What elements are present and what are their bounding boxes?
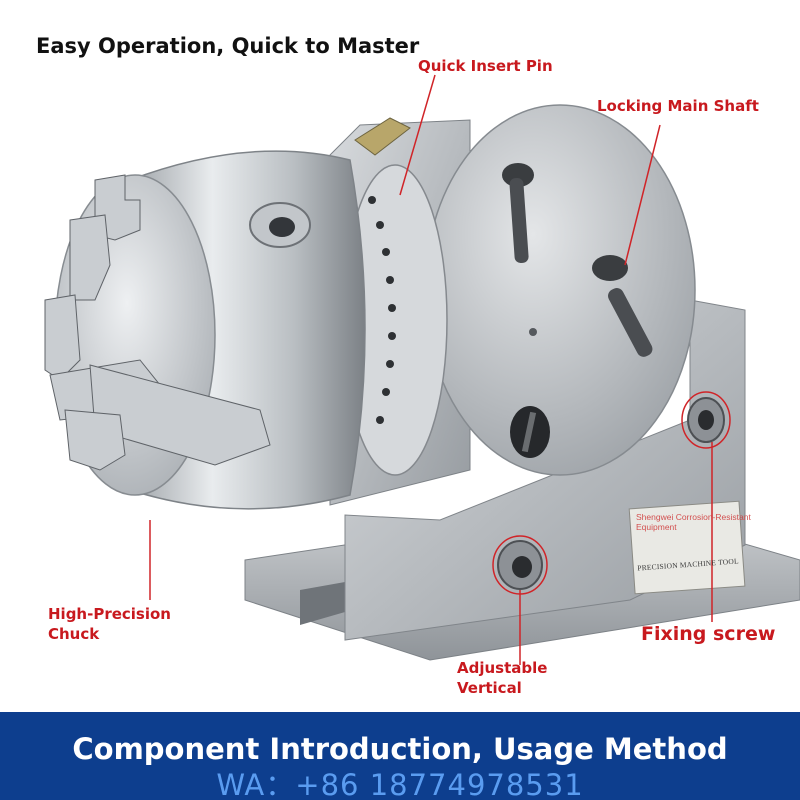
callout-chuck-line1: High-Precision [48,605,171,623]
headline: Easy Operation, Quick to Master [36,34,420,58]
callout-vertical-line1: Adjustable [457,659,548,677]
dividing-plate-disc [424,104,696,476]
vertical-adjust-nut [497,540,543,590]
callout-adjustable-vertical: Adjustable Vertical [457,658,547,698]
callout-chuck-line2: Chuck [48,625,100,643]
watermark-line1: Shengwei Corrosion-Resistant [636,512,751,522]
base-slot [300,582,353,625]
watermark-text: Shengwei Corrosion-Resistant Equipment [636,512,751,532]
quick-insert-pin-lever [502,163,534,263]
indexing-head-photo [44,74,800,665]
top-clamp [354,117,411,156]
locking-shaft-lever [592,255,653,357]
callout-quick-insert-pin: Quick Insert Pin [418,57,553,75]
footer-banner: Component Introduction, Usage Method WA：… [0,712,800,800]
callout-vertical-line2: Vertical [457,679,522,697]
fixing-screw-nut [687,397,725,443]
leader-quick-insert-pin [399,74,436,196]
footer-contact: WA：+86 18774978531 [216,768,584,800]
watermark-line2: Equipment [636,522,677,532]
chuck-jaws [44,174,271,471]
callout-fixing-screw: Fixing screw [641,623,776,645]
footer-title: Component Introduction, Usage Method [72,732,728,766]
callout-chuck: High-Precision Chuck [48,604,171,644]
callout-locking-main-shaft: Locking Main Shaft [597,97,759,115]
leader-locking-shaft [624,124,661,266]
nameplate-plate [628,500,746,595]
